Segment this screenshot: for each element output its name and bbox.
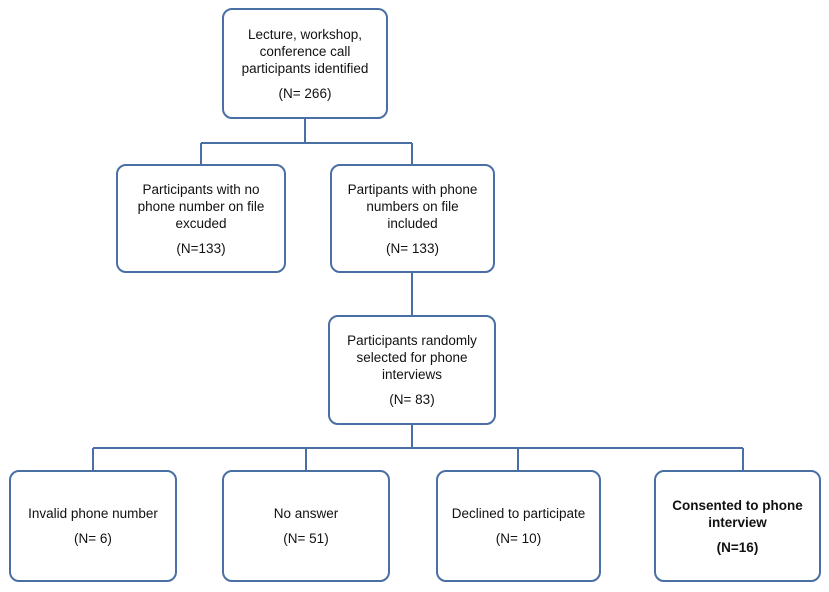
box-label: Declined to participate <box>451 506 586 521</box>
box-phone-included: Partipants with phone numbers on file in… <box>330 164 495 273</box>
box-label: No answer <box>273 506 339 521</box>
box-count: (N= 10) <box>495 531 542 546</box>
box-invalid-phone: Invalid phone number (N= 6) <box>9 470 177 582</box>
box-count: (N=16) <box>716 539 759 555</box>
box-no-phone-excluded: Participants with no phone number on fil… <box>116 164 286 273</box>
box-count: (N= 266) <box>278 85 332 101</box>
box-count: (N= 83) <box>389 392 435 407</box>
box-label: Invalid phone number <box>28 506 158 521</box>
box-consented: Consented to phone interview (N=16) <box>654 470 821 582</box>
box-label: Lecture, workshop, conference call parti… <box>241 26 369 76</box>
box-count: (N= 6) <box>74 531 112 546</box>
box-label: Partipants with phone numbers on file in… <box>347 181 478 231</box>
box-declined: Declined to participate (N= 10) <box>436 470 601 582</box>
box-label: Participants with no phone number on fil… <box>137 181 265 231</box>
box-label: Consented to phone interview <box>672 497 803 530</box>
box-participants-identified: Lecture, workshop, conference call parti… <box>222 8 388 119</box>
box-label: Participants randomly selected for phone… <box>347 333 477 382</box>
box-count: (N= 133) <box>386 240 439 256</box>
box-count: (N=133) <box>176 240 226 256</box>
box-no-answer: No answer (N= 51) <box>222 470 390 582</box>
box-count: (N= 51) <box>283 531 329 546</box>
box-randomly-selected: Participants randomly selected for phone… <box>328 315 496 425</box>
